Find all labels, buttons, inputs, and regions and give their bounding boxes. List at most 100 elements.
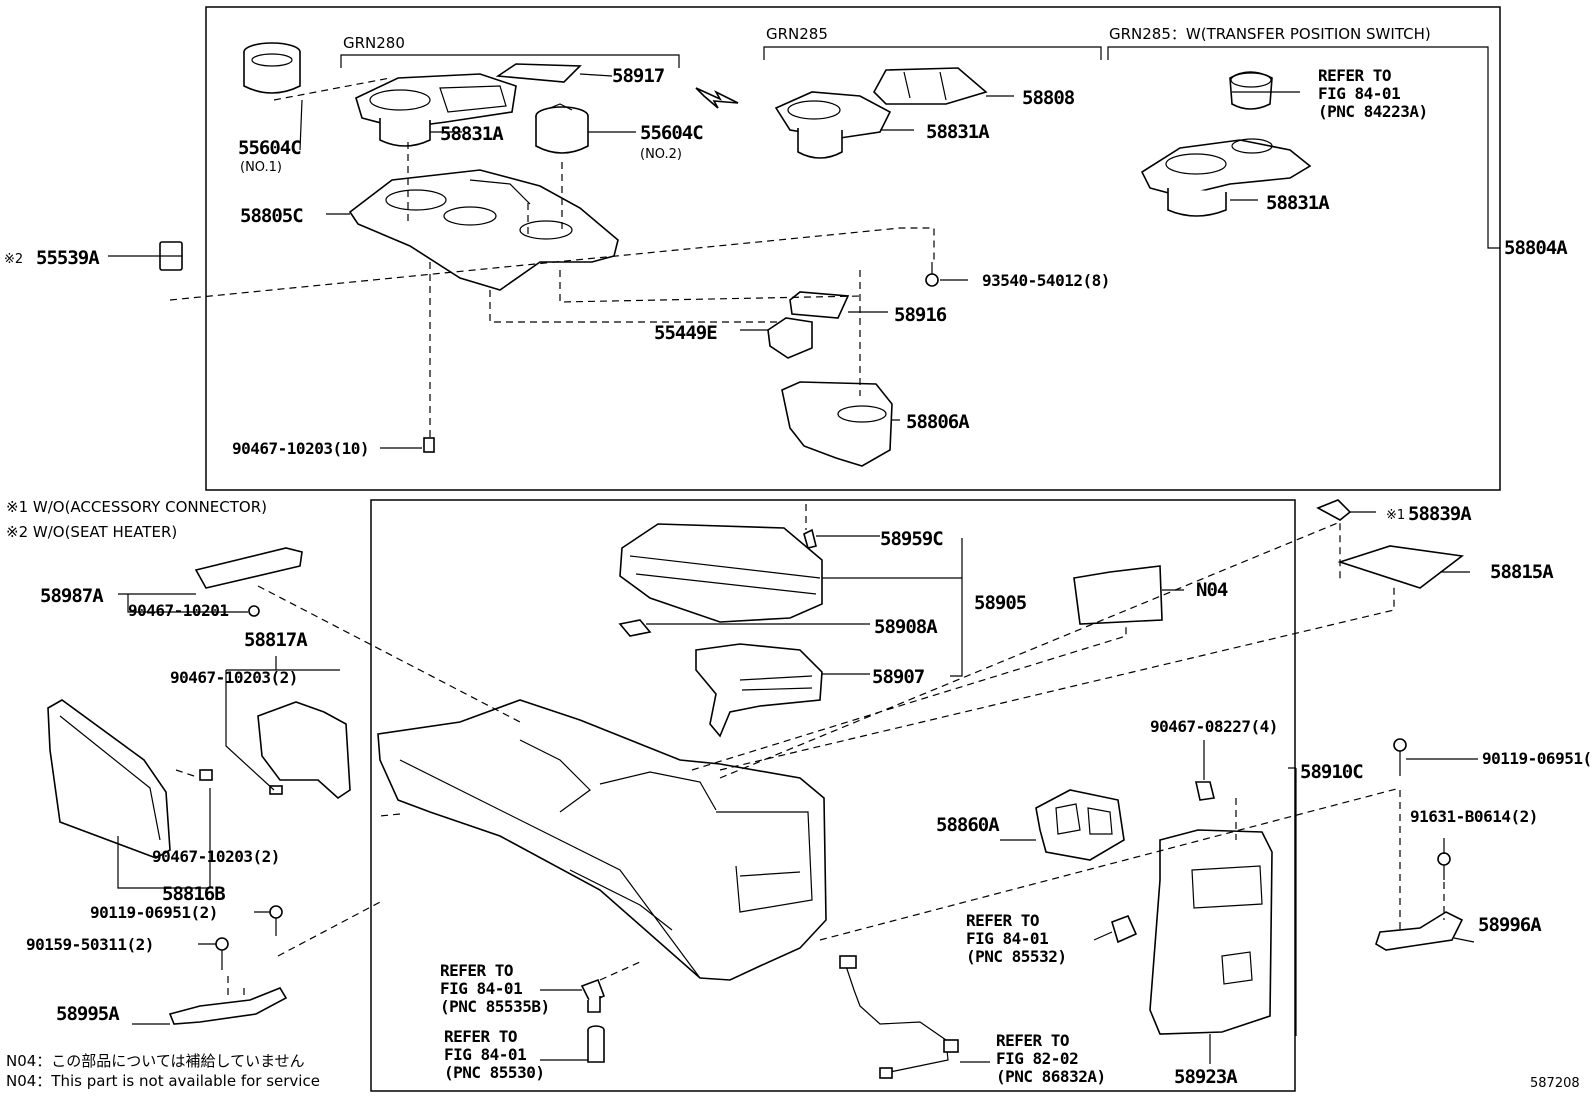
note-seat-heater: ※2 W/O(SEAT HEATER) xyxy=(6,523,177,541)
ref-86832a-line3: (PNC 86832A) xyxy=(996,1067,1106,1086)
ref-85532-line3: (PNC 85532) xyxy=(966,947,1066,966)
label-55449e: 55449E xyxy=(654,322,717,344)
label-55604c-no2-sub: (NO.2) xyxy=(640,147,682,162)
switch-85532 xyxy=(1111,914,1138,944)
cup-holder-55604c-no2 xyxy=(535,103,589,154)
console-body-58910c xyxy=(377,699,827,981)
label-58831a-grn285: 58831A xyxy=(926,121,990,143)
label-58816b: 58816B xyxy=(162,883,225,905)
label-58959c: 58959C xyxy=(880,528,943,550)
ref-85535b-line2: FIG 84-01 xyxy=(440,979,522,998)
armrest-lid-58905 xyxy=(619,523,823,623)
label-n04: N04 xyxy=(1196,579,1228,601)
connector-58839a xyxy=(1316,499,1352,521)
cup-holder-tray-58831a-grn285w xyxy=(1140,138,1312,217)
label-90467-10203-2b: 90467-10203(2) xyxy=(152,847,280,866)
label-90159-50311: 90159-50311(2) xyxy=(26,935,154,954)
lower-dashed-leaders xyxy=(175,504,1445,998)
ref-85530-line1: REFER TO xyxy=(444,1027,517,1046)
label-90467-10201: 90467-10201 xyxy=(128,601,228,620)
cover-n04 xyxy=(1073,565,1163,625)
label-58839a: 58839A xyxy=(1408,503,1472,525)
label-55604c-no1-sub: (NO.1) xyxy=(240,160,282,175)
bolt-90119-06951-l-icon xyxy=(269,905,283,936)
label-91631-b0614: 91631-B0614(2) xyxy=(1410,807,1538,826)
screw-93540-icon xyxy=(925,262,939,287)
bolt-90159-50311-icon xyxy=(215,937,229,970)
screw-58959c-icon xyxy=(803,528,817,549)
label-58804a: 58804A xyxy=(1504,237,1568,259)
trim-strip-58987a xyxy=(194,547,303,589)
lower-assembly-frame xyxy=(370,499,1296,1092)
label-55539a: 55539A xyxy=(36,247,100,269)
ref-85535b-line3: (PNC 85535B) xyxy=(440,997,550,1016)
air-vent-58860a xyxy=(1035,789,1125,861)
note-accessory-connector: ※1 W/O(ACCESSORY CONNECTOR) xyxy=(6,498,267,516)
plug-85530 xyxy=(587,1025,605,1063)
socket-85535b xyxy=(580,978,606,1013)
bracket-58817a xyxy=(257,701,351,800)
mark-58839a: ※1 xyxy=(1386,508,1405,523)
clip-90467-10201-icon xyxy=(248,605,260,617)
label-58907: 58907 xyxy=(872,666,925,688)
shift-boot-58808 xyxy=(873,67,988,105)
label-90467-08227: 90467-08227(4) xyxy=(1150,717,1278,736)
rear-panel-58923a xyxy=(1149,829,1273,1035)
label-58806a: 58806A xyxy=(906,411,970,433)
label-90467-10203-2a: 90467-10203(2) xyxy=(170,668,298,687)
label-55604c-no2: 55604C xyxy=(640,122,703,144)
transfer-switch-knob xyxy=(1229,71,1273,110)
label-58860a: 58860A xyxy=(936,814,1000,836)
mat-58815a xyxy=(1337,545,1465,589)
bolt-91631-icon xyxy=(1437,852,1451,880)
label-58815a: 58815A xyxy=(1490,561,1554,583)
mat-58917 xyxy=(495,63,582,83)
console-upper-panel-58805c xyxy=(348,169,619,291)
bracket-58995a xyxy=(168,987,288,1025)
upper-dashed-leaders xyxy=(169,77,935,438)
ref-84223a-line3: (PNC 84223A) xyxy=(1318,102,1428,121)
note-n04-english: N04：This part is not available for servi… xyxy=(6,1072,320,1090)
group-label-grn280: GRN280 xyxy=(343,34,405,52)
hinge-58907 xyxy=(695,643,823,738)
label-58987a: 58987A xyxy=(40,585,104,607)
cup-holder-tray-58831a-grn280 xyxy=(355,73,517,147)
label-58817a: 58817A xyxy=(244,629,308,651)
cup-holder-tray-58831a-grn285 xyxy=(774,91,892,159)
label-58923a: 58923A xyxy=(1174,1066,1238,1088)
mat-58916 xyxy=(789,291,850,319)
ref-85530-line3: (PNC 85530) xyxy=(444,1063,544,1082)
mark-55539a: ※2 xyxy=(4,252,23,267)
bracket-58996a xyxy=(1375,911,1464,951)
grn285w-bracket xyxy=(1107,46,1489,60)
label-58995a: 58995A xyxy=(56,1003,120,1025)
clip-90467-08227 xyxy=(1195,781,1215,801)
clip-90467-10203-2a-icon xyxy=(269,785,283,795)
label-58908a: 58908A xyxy=(874,616,938,638)
label-58916: 58916 xyxy=(894,304,947,326)
direction-arrow-icon xyxy=(695,87,739,109)
ref-84223a-line1: REFER TO xyxy=(1318,66,1391,85)
bolt-90119-06951-r-icon xyxy=(1393,738,1407,776)
label-58917: 58917 xyxy=(612,65,665,87)
group-label-grn285: GRN285 xyxy=(766,25,828,43)
clip-90467-10203-2b-icon xyxy=(199,769,213,781)
grn280-bracket xyxy=(340,54,680,68)
label-58996a: 58996A xyxy=(1478,914,1542,936)
console-box-58806a xyxy=(781,381,893,467)
side-panel-58816b xyxy=(47,699,171,859)
box-55449e xyxy=(767,317,813,359)
label-90119-06951-left: 90119-06951(2) xyxy=(90,903,218,922)
ref-86832a-line1: REFER TO xyxy=(996,1031,1069,1050)
note-n04-japanese: N04：この部品については補給していません xyxy=(6,1052,305,1070)
label-55604c-no1: 55604C xyxy=(238,137,301,159)
label-93540-54012: 93540-54012(8) xyxy=(982,271,1110,290)
ref-85532-line2: FIG 84-01 xyxy=(966,929,1048,948)
label-58831a-grn285w: 58831A xyxy=(1266,192,1330,214)
figure-id: 587208 xyxy=(1530,1076,1580,1091)
label-58808: 58808 xyxy=(1022,87,1075,109)
wiring-harness-86832a xyxy=(839,955,959,1079)
label-90119-06951-right: 90119-06951(2) xyxy=(1482,749,1592,768)
clip-58908a xyxy=(618,619,652,637)
